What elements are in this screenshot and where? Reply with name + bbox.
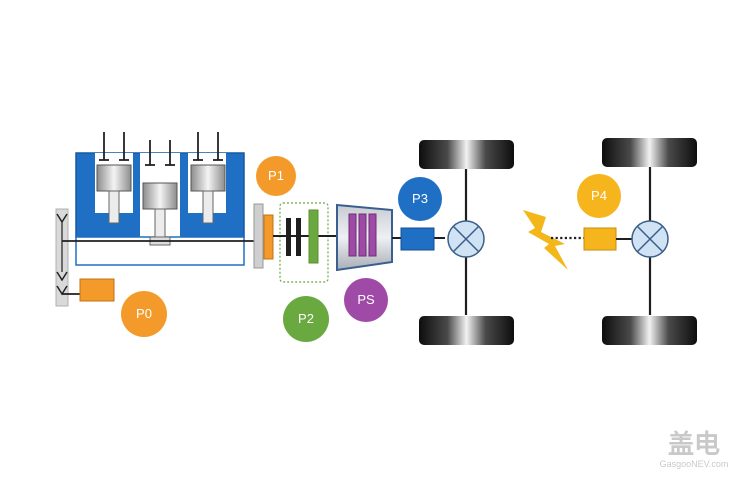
transmission xyxy=(336,203,393,272)
watermark-chars: 盖电 xyxy=(668,429,720,459)
p4-motor xyxy=(583,227,617,251)
front-pulley-frame xyxy=(55,208,69,307)
front-left-wheel xyxy=(419,140,514,169)
watermark-site: GasgooNEV.com xyxy=(660,459,729,469)
label-p0: P0 xyxy=(121,291,167,337)
label-p2: P2 xyxy=(283,296,329,342)
clutch-plate-left xyxy=(286,218,291,256)
rear-axle xyxy=(602,138,697,345)
svg-text:P0: P0 xyxy=(136,306,152,321)
svg-text:P2: P2 xyxy=(298,311,314,326)
rear-right-wheel xyxy=(602,316,697,345)
valves xyxy=(99,132,223,166)
label-p4: P4 xyxy=(577,174,621,218)
svg-text:P3: P3 xyxy=(412,191,428,206)
svg-text:PS: PS xyxy=(357,292,375,307)
front-right-wheel xyxy=(419,316,514,345)
label-p1: P1 xyxy=(256,156,296,196)
front-axle xyxy=(419,140,514,345)
svg-text:P4: P4 xyxy=(591,188,607,203)
flywheel xyxy=(253,203,264,269)
p0-motor xyxy=(79,278,115,302)
svg-text:P1: P1 xyxy=(268,168,284,183)
pistons xyxy=(96,164,226,246)
rear-left-wheel xyxy=(602,138,697,167)
watermark: 盖电 GasgooNEV.com xyxy=(660,429,729,469)
ps-gear-3 xyxy=(368,213,377,257)
electric-bolt-icon xyxy=(523,210,568,270)
clutch-plate-right xyxy=(296,218,301,256)
ps-gear-1 xyxy=(348,213,357,257)
p2-motor xyxy=(308,209,319,264)
label-p3: P3 xyxy=(398,177,442,221)
p3-motor xyxy=(400,227,435,251)
label-ps: PS xyxy=(344,278,388,322)
p1-motor xyxy=(263,214,274,260)
ps-gear-2 xyxy=(358,213,367,257)
p2-module xyxy=(273,202,340,283)
